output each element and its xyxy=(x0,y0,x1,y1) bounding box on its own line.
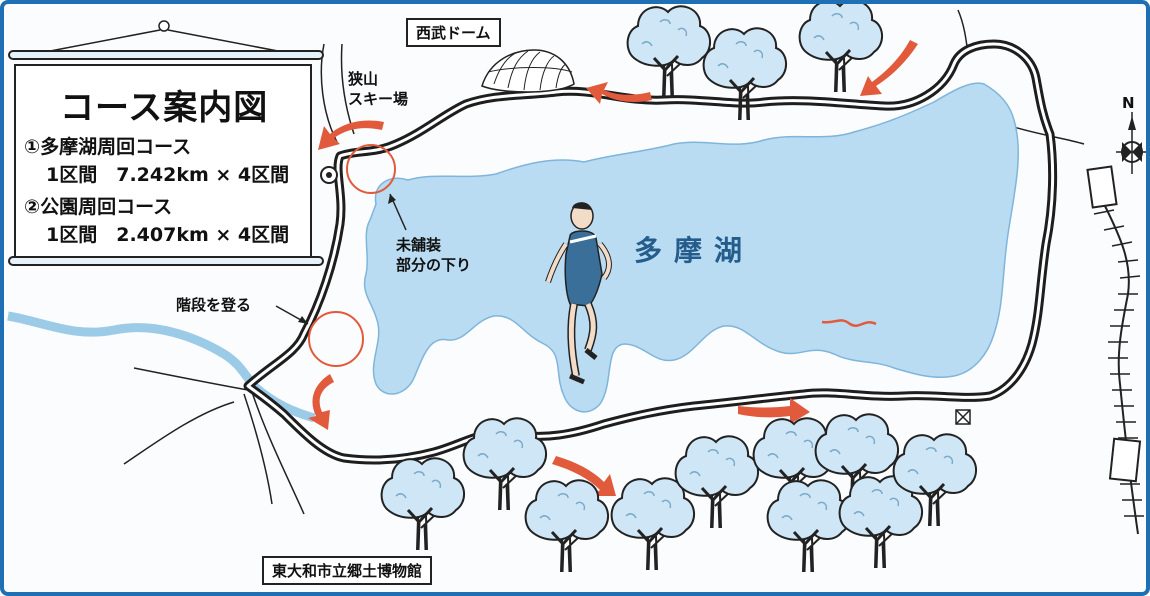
gate-marker-icon xyxy=(955,409,971,425)
ski-area-label-line1: 狭山 xyxy=(348,70,379,88)
scroll-bottom-roller xyxy=(8,256,324,266)
scroll-top-roller xyxy=(8,50,324,60)
lake-shore-highlight xyxy=(821,319,877,327)
unpaved-descent-circle xyxy=(346,144,396,194)
unpaved-label-line1: 未舗装 xyxy=(396,236,442,254)
stairs-circle xyxy=(308,311,364,367)
unpaved-leader-head xyxy=(388,194,396,204)
railway-line xyxy=(1086,165,1144,535)
runner-figure xyxy=(545,202,612,385)
ski-area-label-line2: スキー場 xyxy=(348,90,409,108)
side-path-south xyxy=(243,391,305,515)
course1-detail: 1区間 7.242km × 4区間 xyxy=(46,164,290,186)
course-map xyxy=(7,4,1146,574)
unpaved-label-line2: 部分の下り xyxy=(396,256,472,274)
panel-title: コース案内図 xyxy=(60,88,269,128)
course2-name: ②公園周回コース xyxy=(24,196,173,218)
north-label: N xyxy=(1122,94,1135,112)
seibu-dome-icon xyxy=(481,49,575,93)
start-marker-icon xyxy=(320,166,338,184)
side-path-west xyxy=(123,367,249,465)
lake-name: 多摩湖 xyxy=(634,234,755,267)
course-guide-panel: コース案内図 ①多摩湖周回コース 1区間 7.242km × 4区間 ②公園周回… xyxy=(14,64,312,260)
museum-label: 東大和市立郷土博物館 xyxy=(262,556,433,585)
compass-icon xyxy=(1116,112,1146,174)
lake xyxy=(363,82,1019,413)
course1-name: ①多摩湖周回コース xyxy=(24,136,192,158)
seibu-dome-label: 西武ドーム xyxy=(406,18,501,47)
direction-arrows xyxy=(308,40,918,496)
stairs-label: 階段を登る xyxy=(176,296,252,314)
course2-detail: 1区間 2.407km × 4区間 xyxy=(46,224,290,246)
course-route-inner xyxy=(246,42,1055,462)
stairs-leader-head xyxy=(298,316,308,324)
